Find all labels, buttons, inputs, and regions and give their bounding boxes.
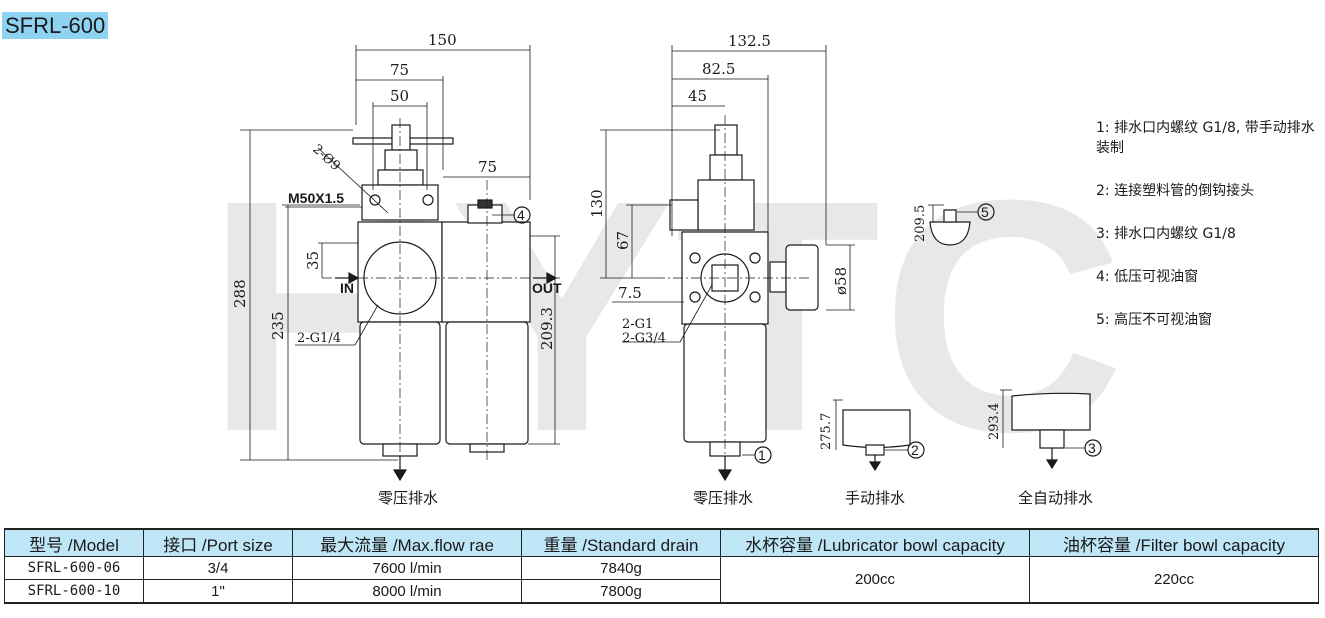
page-title: SFRL-600 xyxy=(2,12,109,39)
legend-item-4: 4: 低压可视油窗 xyxy=(1096,269,1199,285)
callout-5: 5 xyxy=(981,204,989,220)
thread-label: M50X1.5 xyxy=(288,190,344,206)
drain-detail-views xyxy=(833,203,1102,472)
legend-item-5: 5: 高压不可视油窗 xyxy=(1096,312,1213,328)
header-model: 型号 /Model xyxy=(4,528,144,557)
dim-235: 235 xyxy=(269,311,287,340)
dim-7-5: 7.5 xyxy=(618,284,642,302)
table-row: SFRL-600-06 3/4 7600 l/min 7840g 200cc 2… xyxy=(4,556,1319,604)
caption-side-drain: 零压排水 xyxy=(693,489,753,507)
technical-drawing: HYTC xyxy=(205,31,1125,507)
dim-209-3: 209.3 xyxy=(538,307,556,350)
caption-front-drain: 零压排水 xyxy=(378,489,438,507)
callout-3: 3 xyxy=(1088,440,1096,456)
side-port-label-2: 2-G3/4 xyxy=(622,331,666,346)
callout-circle-5 xyxy=(977,203,995,221)
dim-130: 130 xyxy=(588,189,606,218)
dim-150: 150 xyxy=(428,31,457,49)
caption-auto-drain: 全自动排水 xyxy=(1018,489,1093,507)
dim-45: 45 xyxy=(688,87,707,105)
legend: 1: 排水口内螺纹 G1/8, 带手动排水装制 2: 连接塑料管的倒钩接头 3:… xyxy=(1096,118,1316,353)
legend-item-3: 3: 排水口内螺纹 G1/8 xyxy=(1096,226,1236,242)
out-label: OUT xyxy=(532,280,562,296)
legend-item-2: 2: 连接塑料管的倒钩接头 xyxy=(1096,183,1255,199)
callout-circle-1 xyxy=(754,446,772,464)
header-max-flow: 最大流量 /Max.flow rae xyxy=(292,528,522,557)
dim-209-5: 209.5 xyxy=(913,205,928,242)
cell-port: 3/4 xyxy=(143,556,293,580)
header-port-size: 接口 /Port size xyxy=(143,528,293,557)
callout-4: 4 xyxy=(517,207,525,223)
callout-circle-2 xyxy=(907,441,925,459)
dim-82-5: 82.5 xyxy=(702,60,735,78)
cell-filter-capacity: 220cc xyxy=(1029,556,1319,604)
dim-35: 35 xyxy=(304,251,322,270)
dim-75-right: 75 xyxy=(478,158,497,176)
cell-flow: 7600 l/min xyxy=(292,556,522,580)
cell-flow: 8000 l/min xyxy=(292,579,522,604)
header-weight: 重量 /Standard drain xyxy=(521,528,721,557)
callout-1: 1 xyxy=(758,447,766,463)
watermark: HYTC xyxy=(205,131,1125,500)
dim-132-5: 132.5 xyxy=(728,32,771,50)
dim-275-7: 275.7 xyxy=(819,413,834,450)
front-view xyxy=(240,45,560,482)
legend-item-1: 1: 排水口内螺纹 G1/8, 带手动排水装制 xyxy=(1096,120,1315,156)
spec-table: 型号 /Model 接口 /Port size 最大流量 /Max.flow r… xyxy=(4,528,1319,604)
cell-model: SFRL-600-06 xyxy=(4,556,144,580)
table-header-row: 型号 /Model 接口 /Port size 最大流量 /Max.flow r… xyxy=(4,528,1319,557)
caption-manual-drain: 手动排水 xyxy=(845,489,905,507)
cell-weight: 7800g xyxy=(521,579,721,604)
dim-288: 288 xyxy=(231,279,249,308)
side-view xyxy=(600,45,855,482)
callout-circle-4 xyxy=(513,206,531,224)
header-lub-capacity: 水杯容量 /Lubricator bowl capacity xyxy=(720,528,1030,557)
callout-2: 2 xyxy=(911,442,919,458)
in-label: IN xyxy=(340,280,354,296)
table-row: SFRL-600-10 1" 8000 l/min 7800g xyxy=(4,579,1319,604)
dim-phi-58: ø58 xyxy=(832,267,850,295)
dim-50: 50 xyxy=(390,87,409,105)
dim-75: 75 xyxy=(390,61,409,79)
header-filter-capacity: 油杯容量 /Filter bowl capacity xyxy=(1029,528,1319,557)
cell-port: 1" xyxy=(143,579,293,604)
cell-model: SFRL-600-10 xyxy=(4,579,144,604)
side-port-label-1: 2-G1 xyxy=(622,317,653,332)
cell-lub-capacity: 200cc xyxy=(720,556,1030,604)
callout-circle-3 xyxy=(1084,439,1102,457)
dim-67: 67 xyxy=(614,231,632,250)
cell-weight: 7840g xyxy=(521,556,721,580)
dim-293-4: 293.4 xyxy=(987,403,1002,440)
front-port-label: 2-G1/4 xyxy=(297,331,341,346)
